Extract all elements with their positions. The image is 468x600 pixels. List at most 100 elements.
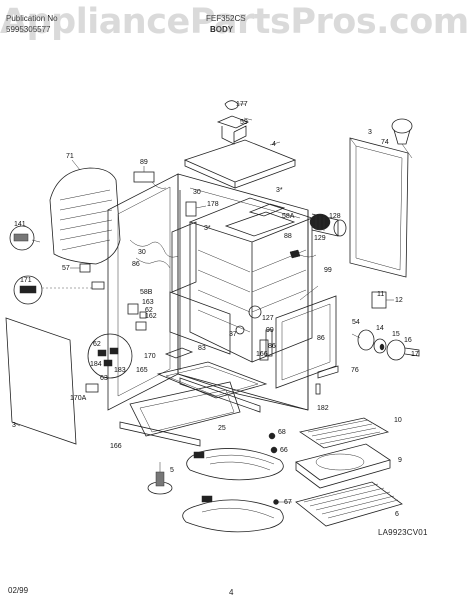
callout-127: 127 bbox=[262, 315, 274, 322]
part-6-oven-rack bbox=[295, 481, 403, 527]
part-3-side-panel-left bbox=[5, 317, 77, 445]
part-177-clip bbox=[224, 100, 246, 110]
part-74-bulb bbox=[391, 118, 413, 159]
part-88-plug bbox=[289, 249, 317, 259]
callout-16: 16 bbox=[404, 337, 412, 344]
callout-54: 54 bbox=[352, 319, 360, 326]
part-89-terminal-block bbox=[133, 166, 167, 189]
callout-6: 6 bbox=[395, 511, 399, 518]
part-165-bottom-plate bbox=[156, 361, 268, 399]
callout-3-star-top: 3* bbox=[276, 187, 283, 194]
callout-166-bottom: 166 bbox=[110, 443, 122, 450]
part-68-66-screws bbox=[268, 432, 278, 454]
callout-86-mid: 86 bbox=[268, 343, 276, 350]
part-178-bracket bbox=[185, 201, 207, 217]
callout-37: 37 bbox=[229, 331, 237, 338]
part-9-broil-pan bbox=[295, 443, 391, 489]
callout-15: 15 bbox=[392, 331, 400, 338]
callout-68: 68 bbox=[278, 429, 286, 436]
callout-9: 9 bbox=[398, 457, 402, 464]
callout-99-top: 99 bbox=[324, 267, 332, 274]
callout-129: 129 bbox=[314, 235, 326, 242]
part-67-screw bbox=[273, 499, 292, 505]
diagram-code: LA9923CV01 bbox=[378, 528, 428, 537]
part-bake-element bbox=[182, 495, 284, 533]
watermark: AppliancePartsPros.com bbox=[0, 2, 468, 42]
part-4-top-panel bbox=[183, 139, 297, 189]
part-99-side-panel bbox=[275, 285, 337, 389]
callout-76: 76 bbox=[351, 367, 359, 374]
part-broil-element bbox=[186, 448, 284, 481]
header-model-number: FEF352CS bbox=[206, 14, 246, 23]
callout-166-top: 166 bbox=[256, 351, 268, 358]
callout-58a: 58A bbox=[282, 213, 295, 220]
footer-page-number: 4 bbox=[229, 588, 234, 597]
part-171-label bbox=[13, 275, 92, 305]
callout-3-star-mid: 3* bbox=[204, 225, 211, 232]
part-182-leg bbox=[315, 383, 321, 395]
callout-67: 67 bbox=[284, 499, 292, 506]
callout-88: 88 bbox=[284, 233, 292, 240]
part-76-bracket bbox=[317, 365, 339, 379]
callout-184: 184 bbox=[90, 361, 102, 368]
part-58a-cover bbox=[248, 203, 286, 217]
callout-86-left: 86 bbox=[132, 261, 140, 268]
callout-57: 57 bbox=[62, 265, 70, 272]
callout-58b: 58B bbox=[140, 289, 153, 296]
callout-141: 141 bbox=[14, 221, 26, 228]
part-86-hinge bbox=[259, 329, 273, 361]
callout-3-right: 3 bbox=[368, 129, 372, 136]
part-141-disc bbox=[9, 225, 41, 251]
callout-17: 17 bbox=[411, 351, 419, 358]
callout-170: 170 bbox=[144, 353, 156, 360]
callout-62-top: 62 bbox=[145, 307, 153, 314]
callout-128: 128 bbox=[329, 213, 341, 220]
callout-89: 89 bbox=[140, 159, 148, 166]
callout-25: 25 bbox=[218, 425, 226, 432]
header-section-title: BODY bbox=[210, 25, 234, 34]
part-62-terminal-detail bbox=[87, 333, 133, 379]
part-3-side-panel-right bbox=[349, 137, 409, 278]
part-main-body-cabinet bbox=[107, 173, 314, 411]
part-59-vent-duct bbox=[216, 115, 253, 145]
callout-12: 12 bbox=[395, 297, 403, 304]
callout-83: 83 bbox=[198, 345, 206, 352]
callout-182: 182 bbox=[317, 405, 329, 412]
callout-162: 162 bbox=[145, 313, 157, 320]
part-57-bracket bbox=[70, 263, 105, 290]
part-128-129-vent-tube bbox=[309, 213, 347, 237]
callout-10: 10 bbox=[394, 417, 402, 424]
part-166-rail-lower bbox=[119, 421, 201, 447]
callout-74: 74 bbox=[381, 139, 389, 146]
part-170a-bracket bbox=[85, 383, 99, 393]
callout-14: 14 bbox=[376, 325, 384, 332]
callout-170a: 170A bbox=[70, 395, 87, 402]
callout-183: 183 bbox=[114, 367, 126, 374]
callout-3-left: 3 bbox=[12, 422, 16, 429]
part-5-leveling-leg bbox=[147, 462, 173, 495]
part-11-12-bracket bbox=[371, 291, 394, 309]
part-control-knob-assembly bbox=[351, 329, 420, 361]
callout-171: 171 bbox=[20, 277, 32, 284]
callout-163: 163 bbox=[142, 299, 154, 306]
callout-66: 66 bbox=[280, 447, 288, 454]
part-25-drawer-tray bbox=[129, 381, 241, 437]
callout-99-mid: 99 bbox=[266, 327, 274, 334]
header-publication-label: Publication No bbox=[6, 14, 58, 23]
callout-5: 5 bbox=[170, 467, 174, 474]
callout-11: 11 bbox=[377, 291, 384, 298]
callout-63: 63 bbox=[100, 375, 108, 382]
part-71-insulation bbox=[49, 159, 121, 265]
callout-165: 165 bbox=[136, 367, 148, 374]
callout-4: 4 bbox=[272, 141, 276, 148]
callout-177: 177 bbox=[236, 101, 248, 108]
part-10-broil-pan-grid bbox=[298, 417, 390, 449]
header-publication-number: 5995305577 bbox=[6, 25, 51, 34]
callout-62-bubble: 62 bbox=[93, 341, 101, 348]
callout-30-mid: 30 bbox=[138, 249, 146, 256]
footer-date: 02/99 bbox=[8, 586, 29, 595]
callout-86-right: 86 bbox=[317, 335, 325, 342]
callout-178: 178 bbox=[207, 201, 219, 208]
callout-59: 59 bbox=[240, 119, 248, 126]
